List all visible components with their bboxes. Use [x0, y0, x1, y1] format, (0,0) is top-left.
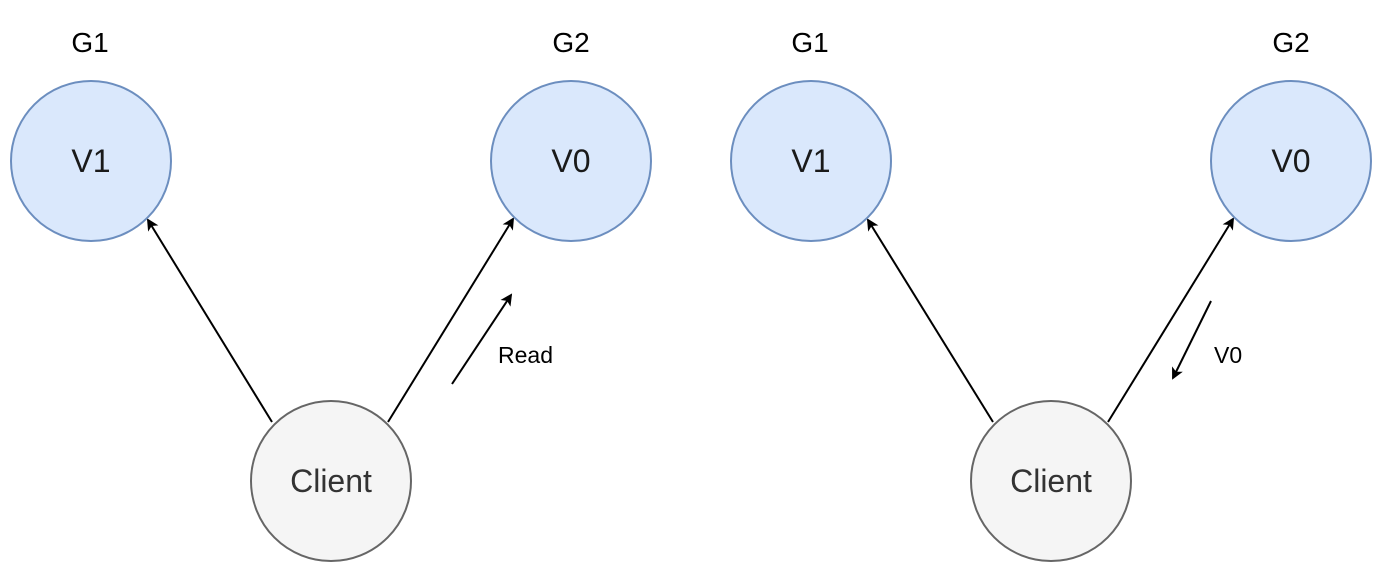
message-label-read: Read: [498, 342, 553, 368]
client-label: Client: [290, 463, 372, 499]
panel-read-request: G1 G2 V1 V0 Client Read: [10, 27, 652, 562]
edge-client-to-g2: [387, 217, 515, 423]
panel-read-response: G1 G2 V1 V0 Client V0: [730, 27, 1372, 562]
group-label-g1: G1: [791, 27, 828, 58]
server-value-g2: V0: [1271, 143, 1310, 179]
group-label-g1: G1: [71, 27, 108, 58]
message-arrow-read: [451, 293, 513, 385]
server-node-g1: [730, 80, 892, 242]
server-node-g1: [10, 80, 172, 242]
group-label-g2: G2: [1272, 27, 1309, 58]
message-arrow-v0: [1172, 300, 1212, 380]
server-value-g1: V1: [71, 143, 110, 179]
client-label: Client: [1010, 463, 1092, 499]
server-value-g1: V1: [791, 143, 830, 179]
group-label-g2: G2: [552, 27, 589, 58]
server-node-g2: [1210, 80, 1372, 242]
client-node: [250, 400, 412, 562]
edge-client-to-g1: [146, 218, 273, 423]
server-node-g2: [490, 80, 652, 242]
message-label-v0: V0: [1214, 342, 1242, 368]
edge-client-to-g2: [1107, 217, 1235, 423]
client-node: [970, 400, 1132, 562]
server-value-g2: V0: [551, 143, 590, 179]
edge-client-to-g1: [866, 218, 994, 423]
